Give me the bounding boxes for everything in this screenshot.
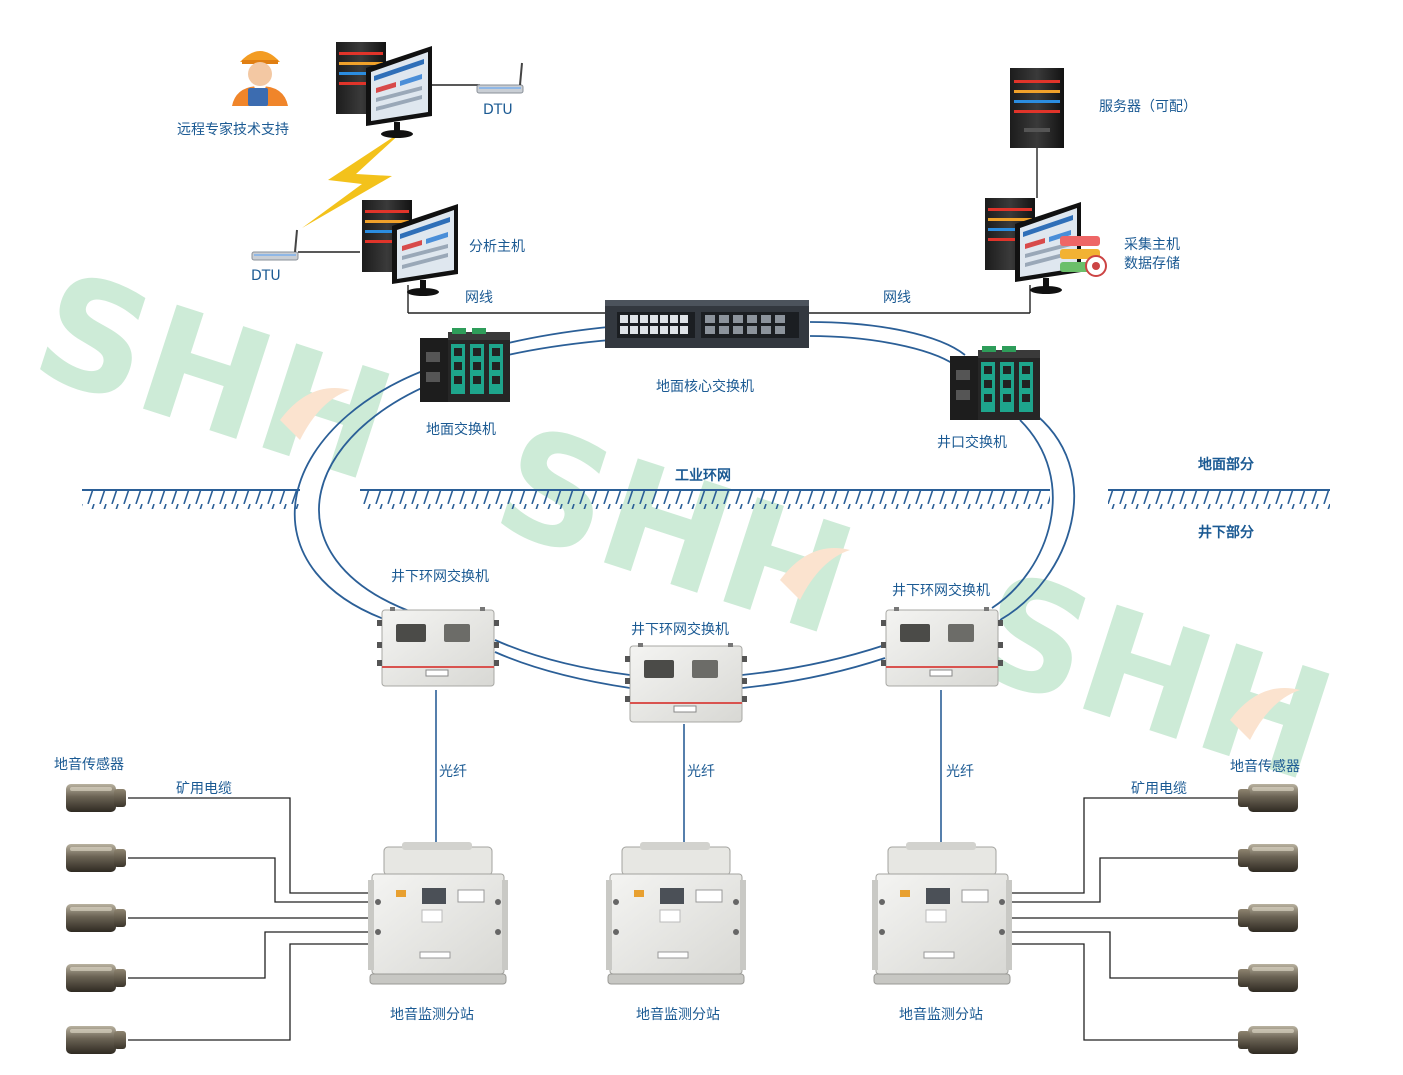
remote-expert-icon [232,51,288,106]
remote-pc-icon [336,42,432,138]
dtu-left-label: DTU [251,268,281,284]
server-label: 服务器（可配） [1099,99,1197,115]
fiber-lines [435,690,942,843]
industrial-ring [294,321,1076,689]
sensors-left [66,784,126,1054]
analysis-host-icon [362,200,458,296]
underground-part-label: 井下部分 [1198,525,1254,541]
sensor-icon [1238,1026,1298,1054]
core-switch-label: 地面核心交换机 [656,379,754,395]
ring-switch-mid-label: 井下环网交换机 [631,622,729,638]
mine-cables-right [1010,797,1238,1041]
network-cable-right-label: 网线 [883,290,911,306]
substation-right-label: 地音监测分站 [899,1007,983,1023]
fiber-left-label: 光纤 [439,764,467,780]
lightning-icon [302,130,404,228]
substation-left-icon [367,841,509,985]
server-icon [1010,68,1064,148]
mine-cable-left-label: 矿用电缆 [176,781,232,797]
sensor-icon [66,964,126,992]
collect-host-line2: 数据存储 [1124,256,1180,272]
mine-cables-left [128,797,372,1041]
sensor-icon [66,1026,126,1054]
shaft-switch-icon [950,346,1040,420]
ring-switch-left-label: 井下环网交换机 [391,569,489,585]
sensor-icon [1238,964,1298,992]
collect-host-label: 采集主机 数据存储 [1124,236,1180,274]
ring-switch-right-icon [880,606,1004,687]
sensor-icon [66,844,126,872]
ring-switch-left-icon [376,606,500,687]
dtu-top-label: DTU [483,102,513,118]
network-lines [298,84,1038,314]
substation-right-icon [871,841,1013,985]
surface-switch-label: 地面交换机 [426,422,496,438]
sensors-right [1238,784,1298,1054]
dtu-left-icon [251,229,299,261]
surface-switch-icon [420,328,510,402]
substation-mid-label: 地音监测分站 [636,1007,720,1023]
sensor-right-label: 地音传感器 [1230,759,1300,775]
sensor-icon [66,784,126,812]
ring-switch-right-label: 井下环网交换机 [892,583,990,599]
sensor-left-label: 地音传感器 [54,757,124,773]
substation-mid-icon [605,841,747,985]
dtu-top-icon [476,62,524,94]
sensor-icon [66,904,126,932]
industrial-ring-label: 工业环网 [675,468,731,484]
surface-part-label: 地面部分 [1198,457,1254,473]
ring-switch-mid-icon [624,642,748,723]
mine-cable-right-label: 矿用电缆 [1131,781,1187,797]
substation-left-label: 地音监测分站 [390,1007,474,1023]
shaft-switch-label: 井口交换机 [937,435,1007,451]
remote-expert-label: 远程专家技术支持 [177,122,289,138]
core-switch-icon [605,300,809,348]
analysis-host-label: 分析主机 [469,239,525,255]
sensor-icon [1238,844,1298,872]
sensor-icon [1238,904,1298,932]
collect-host-line1: 采集主机 [1124,237,1180,253]
storage-icon [1060,236,1107,277]
fiber-right-label: 光纤 [946,764,974,780]
ground-lines [82,489,1330,509]
watermark-text-1: SHH [16,240,411,516]
fiber-mid-label: 光纤 [687,764,715,780]
network-cable-left-label: 网线 [465,290,493,306]
